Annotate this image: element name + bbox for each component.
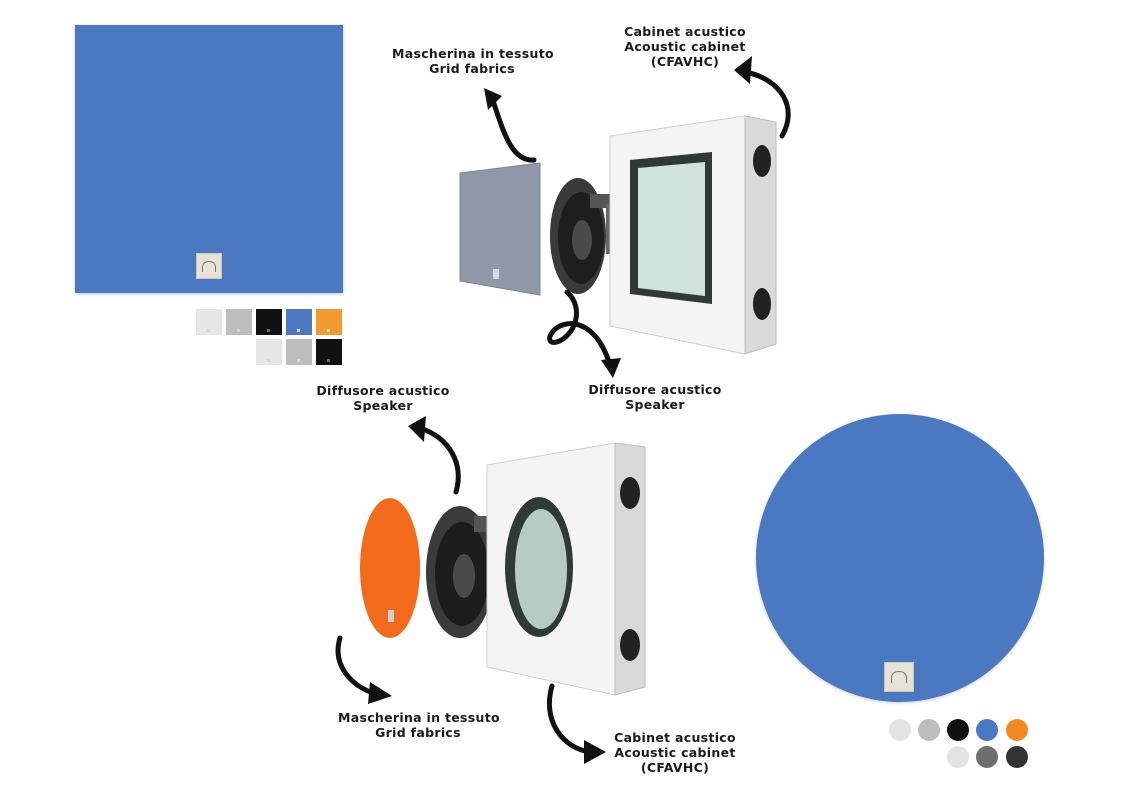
arrow-bottom-cabinet-icon <box>546 683 606 764</box>
swatch-round-row2-charcoal[interactable] <box>1006 746 1028 768</box>
swatch-gray[interactable] <box>226 309 252 335</box>
arrow-top-cabinet-icon <box>734 56 791 139</box>
arrow-bottom-speaker-icon <box>408 416 461 495</box>
swatch-round-gray[interactable] <box>918 719 940 741</box>
swatch-round-row2-light[interactable] <box>947 746 969 768</box>
swatch-black[interactable] <box>256 309 282 335</box>
swatch-row2-gray[interactable] <box>286 339 312 365</box>
label-bottom-acoustic-cabinet: Cabinet acustico Acoustic cabinet (CFAVH… <box>614 730 736 775</box>
square-acoustic-cabinet <box>609 115 777 355</box>
swatch-orange[interactable] <box>316 309 342 335</box>
brand-logo-badge <box>196 253 222 279</box>
arrow-top-grid-icon <box>484 88 537 163</box>
arrow-bottom-grid-icon <box>335 635 392 704</box>
label-top-speaker: Diffusore acustico Speaker <box>588 382 722 412</box>
arrow-top-speaker-icon <box>547 289 621 378</box>
brand-logo-badge-round <box>884 662 914 692</box>
swatch-round-light-gray[interactable] <box>889 719 911 741</box>
swatch-row2-black[interactable] <box>316 339 342 365</box>
swatch-round-black[interactable] <box>947 719 969 741</box>
round-acoustic-cabinet <box>486 442 646 696</box>
label-bottom-speaker: Diffusore acustico Speaker <box>316 383 450 413</box>
swatch-blue[interactable] <box>286 309 312 335</box>
swatch-round-row2-dark-gray[interactable] <box>976 746 998 768</box>
square-grid-fabric <box>459 162 541 296</box>
swatch-light-gray[interactable] <box>196 309 222 335</box>
label-bottom-grid-fabrics: Mascherina in tessuto Grid fabrics <box>338 710 500 740</box>
swatch-round-orange[interactable] <box>1006 719 1028 741</box>
square-panel-preview <box>75 25 343 293</box>
round-grid-fabric <box>360 498 420 638</box>
label-top-acoustic-cabinet: Cabinet acustico Acoustic cabinet (CFAVH… <box>624 24 746 69</box>
round-panel-preview <box>756 414 1044 702</box>
label-top-grid-fabrics: Mascherina in tessuto Grid fabrics <box>392 46 554 76</box>
swatch-row2-light[interactable] <box>256 339 282 365</box>
swatch-round-blue[interactable] <box>976 719 998 741</box>
